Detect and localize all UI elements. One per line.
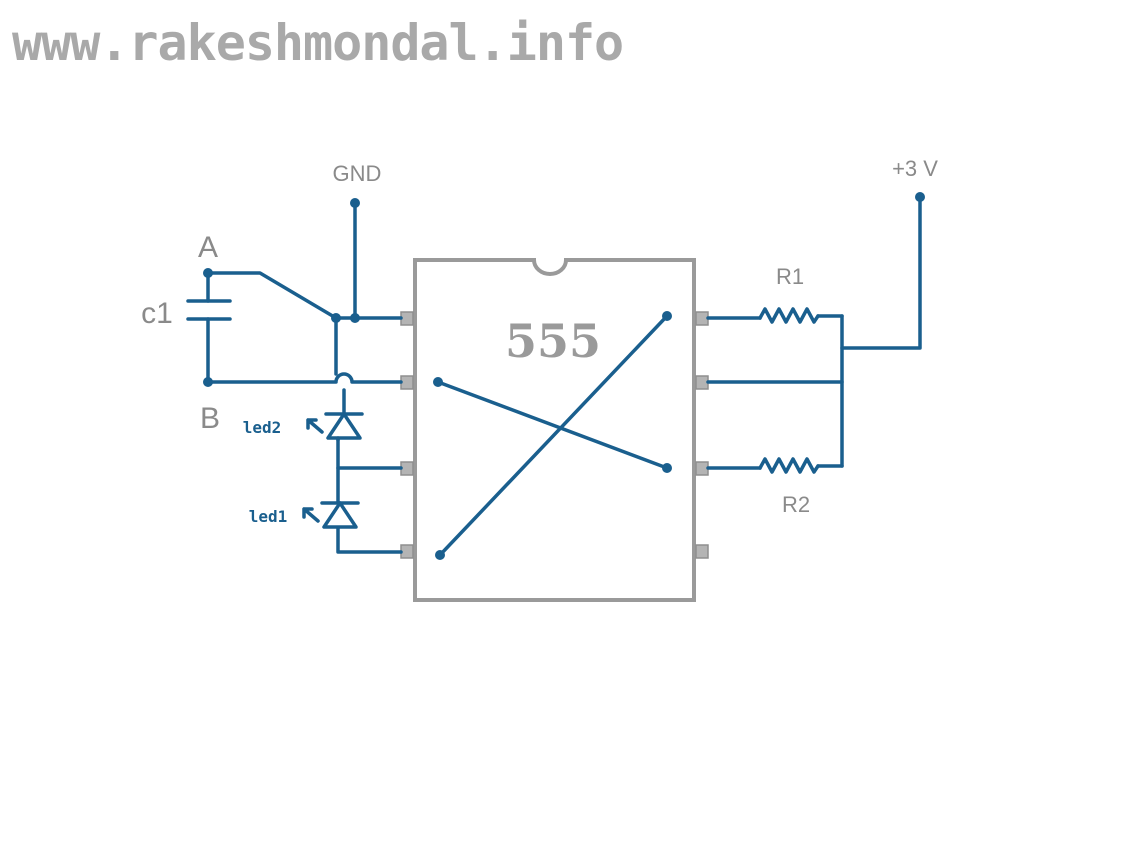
node-pin6-inner xyxy=(662,463,672,473)
junction-nodes xyxy=(203,192,925,560)
node-a-label: A xyxy=(198,231,218,264)
node-b-wire xyxy=(206,372,403,384)
pin-8 xyxy=(695,311,709,326)
chip-555: 555 xyxy=(413,258,696,602)
vcc-label: +3 V xyxy=(892,156,938,181)
watermark-text: www.rakeshmondal.info xyxy=(12,14,624,72)
node-gnd-terminal xyxy=(350,198,360,208)
cross-wire-pin4-to-pin8 xyxy=(438,314,669,557)
vcc-wire xyxy=(840,195,922,350)
led2-label: led2 xyxy=(243,418,282,437)
cross-wire-pin2-to-pin6 xyxy=(436,380,669,470)
node-a-wire xyxy=(206,271,403,320)
led2-symbol xyxy=(306,412,364,442)
node-b-label: B xyxy=(200,402,220,435)
node-b-terminal xyxy=(203,377,213,387)
led1-triangle xyxy=(322,501,358,529)
led1-arrow-icon xyxy=(302,507,320,523)
resistor-r1 xyxy=(758,307,820,324)
pin-3 xyxy=(400,461,414,476)
led2-arrow-icon xyxy=(306,418,324,434)
led1-label: led1 xyxy=(249,507,288,526)
capacitor-label: c1 xyxy=(141,297,173,330)
capacitor-c1 xyxy=(186,299,232,321)
pin-1 xyxy=(400,311,414,326)
pin-6 xyxy=(695,461,709,476)
led1-symbol xyxy=(302,501,360,529)
chip-pins xyxy=(400,311,709,559)
pin-4 xyxy=(400,544,414,559)
led2-triangle xyxy=(326,412,362,440)
node-pin8-inner xyxy=(662,311,672,321)
r1-label: R1 xyxy=(776,264,804,289)
node-vcc-terminal xyxy=(915,192,925,202)
chip-body xyxy=(413,258,696,602)
pin-2 xyxy=(400,375,414,390)
pin-5 xyxy=(695,544,709,559)
pin-7 xyxy=(695,375,709,390)
gnd-label: GND xyxy=(333,161,382,186)
node-junction-gnd xyxy=(350,313,360,323)
node-pin4-inner xyxy=(435,550,445,560)
node-a-terminal xyxy=(203,268,213,278)
resistor-r2 xyxy=(758,457,820,474)
chip-label: 555 xyxy=(505,314,601,368)
node-junction-left xyxy=(331,313,341,323)
node-pin2-inner xyxy=(433,377,443,387)
led1-to-pin4-wire xyxy=(336,526,403,554)
r2-label: R2 xyxy=(782,492,810,517)
wires xyxy=(206,195,922,557)
